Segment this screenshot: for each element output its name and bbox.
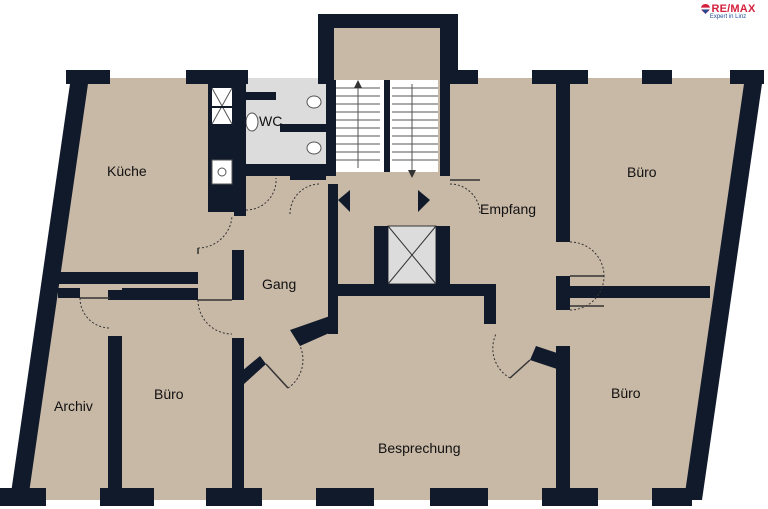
label-kueche: Küche bbox=[107, 163, 147, 179]
toilet-1 bbox=[306, 95, 322, 109]
stair-arrow-up bbox=[354, 80, 362, 88]
label-wc: WC bbox=[259, 113, 282, 129]
label-archiv: Archiv bbox=[54, 398, 93, 414]
logo-tagline: Expert in Linz bbox=[709, 14, 747, 20]
balloon-icon bbox=[700, 4, 710, 14]
doors bbox=[79, 177, 605, 389]
logo-brand: RE/MAX bbox=[711, 3, 756, 15]
label-buero-top: Büro bbox=[627, 164, 657, 180]
stair-arrow-down bbox=[408, 170, 416, 178]
lift-shaft bbox=[387, 225, 437, 285]
label-buero-left: Büro bbox=[154, 386, 184, 402]
room-labels: Küche WC Empfang Büro Gang Archiv Büro B… bbox=[54, 113, 657, 456]
stair-wedge-right bbox=[418, 190, 430, 212]
staircase bbox=[334, 80, 438, 212]
toilet-2 bbox=[306, 141, 322, 155]
label-empfang: Empfang bbox=[480, 201, 536, 217]
label-besprechung: Besprechung bbox=[378, 440, 461, 456]
walls bbox=[0, 14, 764, 506]
wc-fixtures bbox=[245, 95, 322, 155]
sink bbox=[245, 112, 259, 132]
stair-wedge-left bbox=[338, 190, 350, 212]
label-gang: Gang bbox=[262, 276, 296, 292]
remax-logo: RE/MAX Expert in Linz bbox=[696, 3, 760, 20]
door-leaves bbox=[80, 179, 604, 389]
stair-bump-floor bbox=[326, 22, 448, 82]
label-buero-right: Büro bbox=[611, 385, 641, 401]
kitchen-counter bbox=[208, 84, 236, 212]
